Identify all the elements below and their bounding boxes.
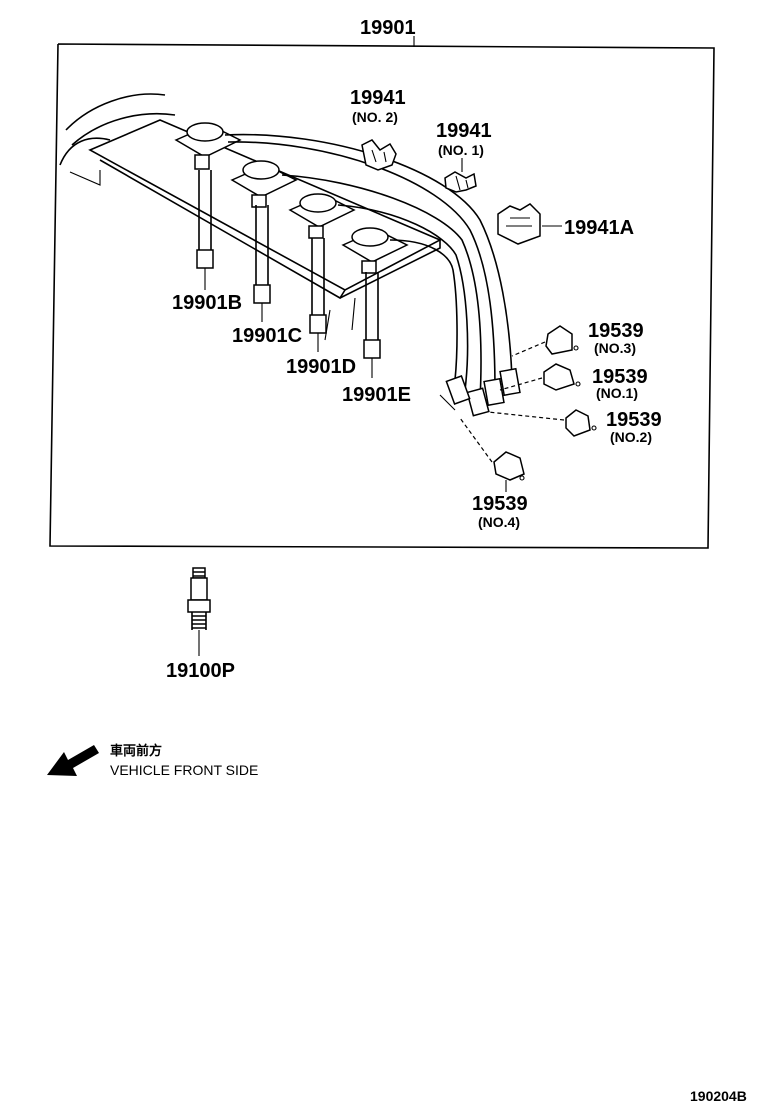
clamp-19941-no1 (444, 171, 477, 193)
clamp-no1-part-number[interactable]: 19941 (436, 120, 492, 142)
holder-no1-leader (499, 377, 543, 391)
main-assembly-label[interactable]: 19901 (360, 17, 416, 39)
cord-19901D-label[interactable]: 19901D (286, 356, 356, 378)
holder-no1-position: (NO.1) (596, 385, 638, 401)
clamp-19941-no2 (361, 139, 397, 171)
holder-no4-leader (459, 417, 493, 463)
ignition-cord-bundle (224, 133, 521, 417)
cord-19901C-label[interactable]: 19901C (232, 325, 302, 347)
coil-cap-2 (230, 160, 298, 208)
coil-cap-4 (341, 227, 409, 274)
holder-no4-part-number[interactable]: 19539 (472, 493, 528, 515)
figure-id: 190204B (690, 1088, 747, 1104)
cord-boot-19901B (196, 170, 214, 290)
vehicle-front-japanese: 車両前方 (110, 743, 162, 759)
clamp-no2-position: (NO. 2) (352, 109, 398, 125)
spark-plug-part-number[interactable]: 19100P (166, 660, 235, 682)
vehicle-front-arrow-icon (47, 745, 99, 776)
holder-no3-part-number[interactable]: 19539 (588, 320, 644, 342)
clamp-no1-position: (NO. 1) (438, 142, 484, 158)
holder-no2-position: (NO.2) (610, 429, 652, 445)
holder-19539-no4 (493, 451, 525, 481)
coil-cap-3 (288, 193, 356, 239)
holder-no2-leader (487, 411, 565, 421)
holder-no4-position: (NO.4) (478, 514, 520, 530)
holder-19539-no3 (545, 325, 579, 355)
clamp-no2-part-number[interactable]: 19941 (350, 87, 406, 109)
assembly-frame (49, 43, 715, 549)
coil-cap-1 (174, 122, 242, 170)
holder-no3-position: (NO.3) (594, 340, 636, 356)
engine-head (59, 93, 442, 341)
clamp-a-part-number[interactable]: 19941A (564, 217, 634, 239)
clamp-19941A (497, 203, 541, 245)
holder-19539-no1 (543, 363, 581, 391)
cord-19901E-label[interactable]: 19901E (342, 384, 411, 406)
vehicle-front-english: VEHICLE FRONT SIDE (110, 762, 258, 778)
cord-boot-19901D (309, 238, 327, 352)
cord-boot-19901C (253, 205, 271, 322)
holder-19539-no2 (565, 409, 597, 437)
cord-19901B-label[interactable]: 19901B (172, 292, 242, 314)
holder-no1-part-number[interactable]: 19539 (592, 366, 648, 388)
spark-plug (187, 567, 211, 656)
holder-no3-leader (511, 341, 546, 357)
cord-boot-19901E (363, 272, 381, 378)
holder-no2-part-number[interactable]: 19539 (606, 409, 662, 431)
